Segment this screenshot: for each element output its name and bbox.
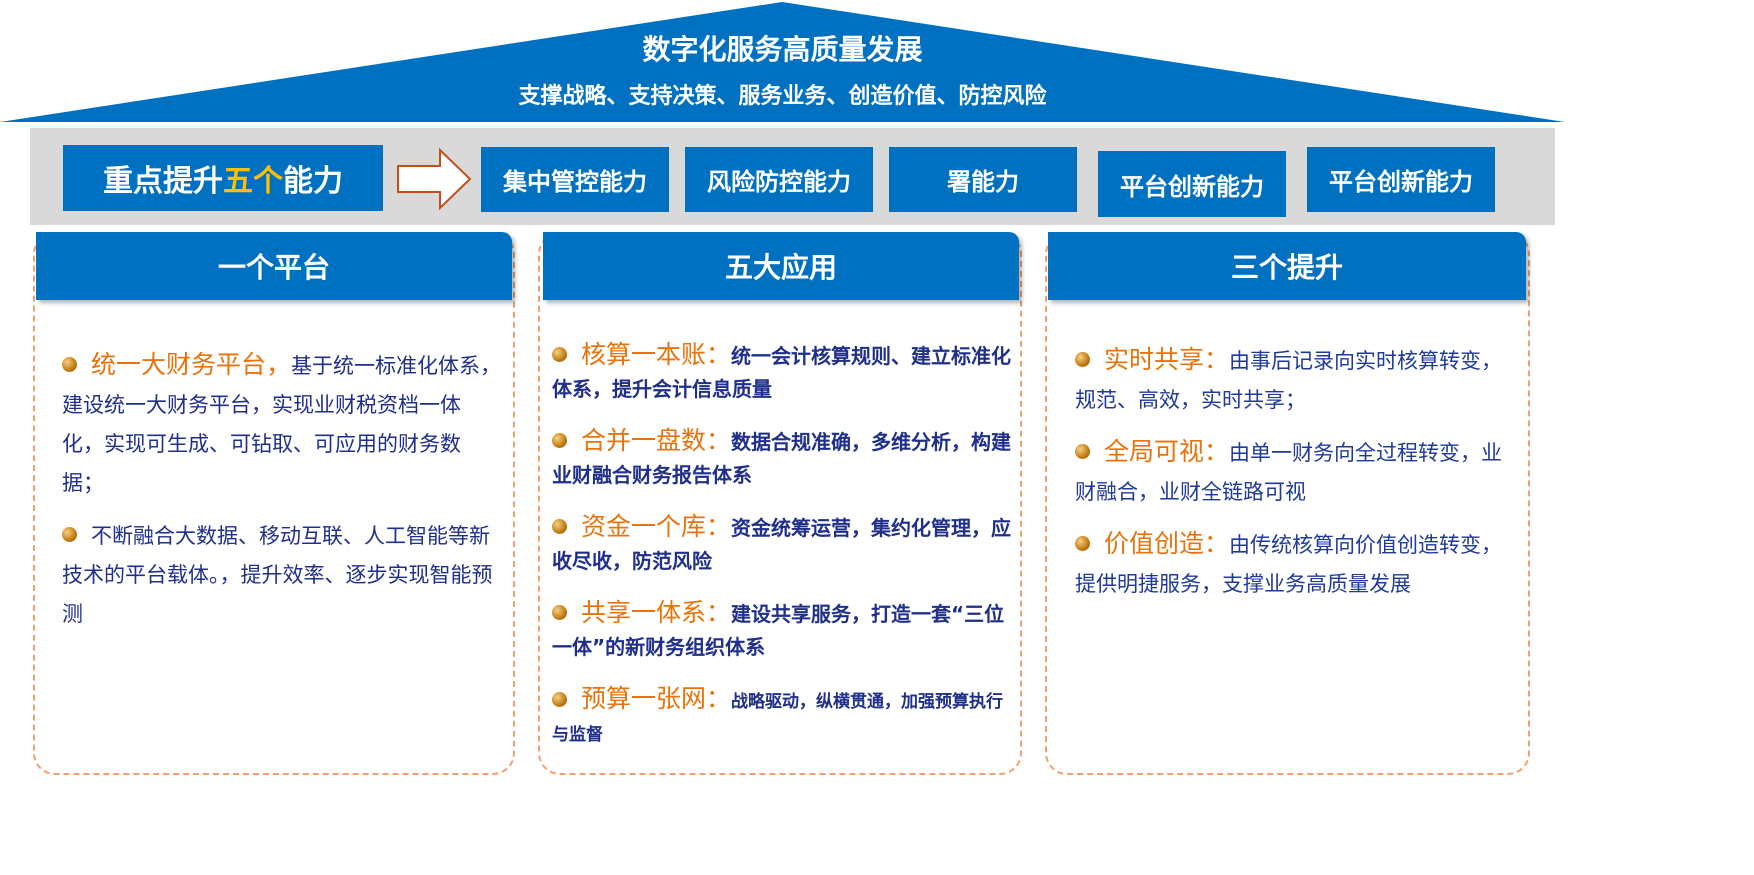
list-item: 合并一盘数：数据合规准确，多维分析，构建业财融合财务报告体系 [552, 424, 1012, 492]
arrow-right-icon [397, 148, 472, 210]
list-item: 资金一个库：资金统筹运营，集约化管理，应收尽收，防范风险 [552, 510, 1012, 578]
capability-item: 集中管控能力 [481, 147, 669, 212]
lead-highlight: 五个 [223, 164, 283, 199]
panel-title: 一个平台 [36, 232, 512, 300]
bullet-icon [552, 347, 567, 362]
item-label: 全局可视： [1104, 437, 1230, 466]
item-text: 由传统核算向价值创造转变，提供明捷服务，支撑业务高质量发展 [1075, 533, 1503, 596]
item-text: 统一会计核算规则、建立标准化体系，提升会计信息质量 [552, 344, 1012, 401]
item-label: 资金一个库： [581, 512, 732, 541]
list-item: 预算一张网：战略驱动，纵横贯通，加强预算执行与监督 [552, 682, 1012, 752]
item-label: 统一大财务平台， [91, 350, 292, 379]
item-label: 预算一张网： [581, 684, 732, 713]
item-text: 基于统一标准化体系，建设统一大财务平台，实现业财税资档一体化，实现可生成、可钻取… [62, 354, 502, 495]
item-label: 共享一体系： [581, 598, 732, 627]
bullet-icon [552, 519, 567, 534]
item-label: 价值创造： [1104, 529, 1230, 558]
list-item: 核算一本账：统一会计核算规则、建立标准化体系，提升会计信息质量 [552, 338, 1012, 406]
item-text: 数据合规准确，多维分析，构建业财融合财务报告体系 [552, 430, 1012, 487]
bullet-icon [552, 691, 567, 707]
roof-subtitle: 支撑战略、支持决策、服务业务、创造价值、防控风险 [518, 84, 1047, 109]
roof-title: 数字化服务高质量发展 [642, 33, 923, 66]
item-label: 核算一本账： [581, 340, 732, 369]
item-text: 建设共享服务，打造一套“三位一体”的新财务组织体系 [552, 602, 1005, 659]
item-text: 由单一财务向全过程转变，业财融合，业财全链路可视 [1075, 441, 1503, 504]
list-item: 价值创造：由传统核算向价值创造转变，提供明捷服务，支撑业务高质量发展 [1075, 524, 1515, 604]
item-text: 战略驱动，纵横贯通，加强预算执行与监督 [552, 692, 1004, 745]
bullet-icon [552, 605, 567, 620]
panel-title: 五大应用 [543, 232, 1019, 300]
capability-item: 平台创新能力 [1307, 147, 1495, 212]
bullet-icon [62, 356, 77, 372]
roof-shape [0, 2, 1565, 122]
capability-item: 风险防控能力 [685, 147, 873, 212]
item-text: 不断融合大数据、移动互联、人工智能等新技术的平台载体。，提升效率、逐步实现智能预… [62, 524, 493, 626]
item-text: 资金统筹运营，集约化管理，应收尽收，防范风险 [552, 516, 1012, 573]
item-label: 实时共享： [1104, 345, 1230, 374]
lead-pre: 重点提升 [103, 164, 223, 199]
item-label: 合并一盘数： [581, 426, 732, 455]
bullet-icon [1075, 535, 1090, 551]
list-item: 共享一体系：建设共享服务，打造一套“三位一体”的新财务组织体系 [552, 596, 1012, 664]
lead-post: 能力 [283, 164, 343, 199]
list-item: 实时共享：由事后记录向实时核算转变，规范、高效，实时共享； [1075, 340, 1515, 420]
capability-lead: 重点提升五个能力 [63, 145, 383, 211]
list-item: 统一大财务平台，基于统一标准化体系，建设统一大财务平台，实现业财税资档一体化，实… [62, 345, 502, 503]
bullet-icon [1075, 443, 1090, 459]
list-item: 不断融合大数据、移动互联、人工智能等新技术的平台载体。，提升效率、逐步实现智能预… [62, 517, 502, 634]
bullet-icon [62, 526, 77, 542]
bullet-icon [552, 433, 567, 448]
capability-item: 署能力 [889, 147, 1077, 212]
list-item: 全局可视：由单一财务向全过程转变，业财融合，业财全链路可视 [1075, 432, 1515, 512]
bullet-icon [1075, 351, 1090, 367]
item-text: 由事后记录向实时核算转变，规范、高效，实时共享； [1075, 349, 1503, 412]
panel-title: 三个提升 [1048, 232, 1526, 300]
capability-item: 平台创新能力 [1098, 151, 1286, 217]
